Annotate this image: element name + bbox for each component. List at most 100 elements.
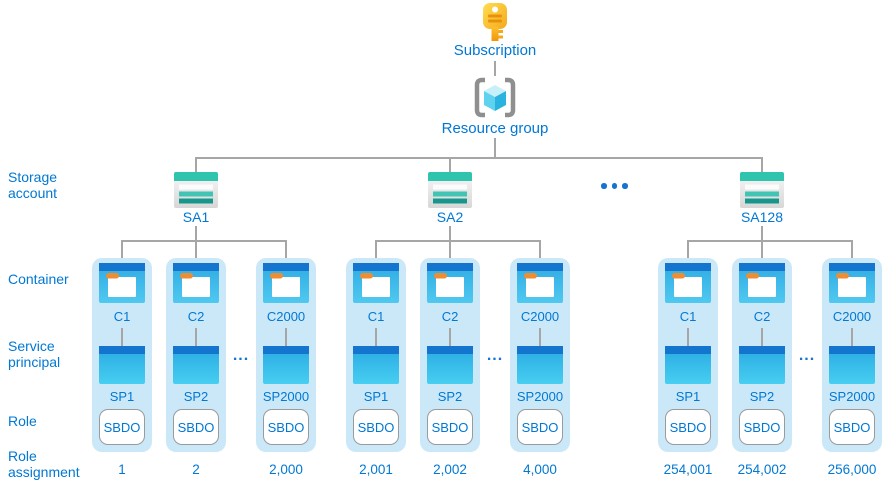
subscription-label: Subscription: [453, 42, 537, 59]
service-principal-label: SP2: [749, 389, 775, 404]
role-assignment-number: 2,001: [359, 462, 393, 477]
connector-rg-bus: [494, 138, 496, 157]
connector-container-sp: [539, 328, 541, 346]
service-principal-icon: [427, 346, 473, 389]
role-badge: SBDO: [173, 409, 219, 445]
resource-group-icon: [473, 77, 517, 123]
containers-ellipsis: ...: [232, 347, 250, 364]
containers-ellipsis: ...: [486, 347, 504, 364]
connector-container-sp: [121, 328, 123, 346]
service-principal-label: SP2000: [828, 389, 876, 404]
container-label: C1: [679, 309, 697, 324]
row-label-role-assignment: Role assignment: [8, 448, 80, 481]
connector-sa-bus: [761, 226, 763, 240]
connector-bus-sa1: [195, 157, 197, 173]
resource-group-label: Resource group: [441, 120, 549, 137]
role-badge: SBDO: [665, 409, 711, 445]
containers-ellipsis: ...: [798, 347, 816, 364]
container-card: C2 SP2 SBDO: [166, 258, 226, 452]
connector-container-sp: [687, 328, 689, 346]
role-assignment-number: 254,002: [737, 462, 787, 477]
role-badge: SBDO: [517, 409, 563, 445]
container-card: C2000 SP2000 SBDO: [822, 258, 882, 452]
container-card: C1 SP1 SBDO: [92, 258, 152, 452]
row-label-service-principal: Service principal: [8, 338, 61, 371]
connector-container-sp: [375, 328, 377, 346]
container-label: C2: [441, 309, 459, 324]
ellipsis-dot: [611, 183, 617, 189]
ellipsis-dot: [622, 183, 628, 189]
storage-account-group-sa1: C1 SP1 SBDO C2: [92, 225, 316, 495]
storage-account-icon-sa128: [740, 172, 784, 213]
service-principal-icon: [739, 346, 785, 389]
row-label-role: Role: [8, 413, 37, 429]
role-assignment-number: 2: [192, 462, 200, 477]
container-card: C2000 SP2000 SBDO: [256, 258, 316, 452]
storage-account-icon-sa1: [174, 172, 218, 213]
blob-container-icon: [427, 263, 473, 308]
connector-bus-container: [121, 240, 123, 266]
service-principal-label: SP2: [437, 389, 463, 404]
connector-bus-sa128: [761, 157, 763, 173]
connector-sa-bus: [195, 226, 197, 240]
storage-accounts-ellipsis: [601, 183, 628, 189]
container-bus-line: [122, 240, 287, 242]
service-principal-icon: [173, 346, 219, 389]
connector-container-sp: [195, 328, 197, 346]
ellipsis-dot: [601, 183, 607, 189]
service-principal-icon: [99, 346, 145, 389]
container-label: C2000: [520, 309, 560, 324]
role-assignment-number: 2,002: [433, 462, 467, 477]
container-label: C2: [187, 309, 205, 324]
container-label: C1: [367, 309, 385, 324]
service-principal-label: SP1: [109, 389, 135, 404]
container-card: C1 SP1 SBDO: [346, 258, 406, 452]
container-label: C2: [753, 309, 771, 324]
storage-account-group-sa128: C1 SP1 SBDO C2: [658, 225, 882, 495]
container-card: C2000 SP2000 SBDO: [510, 258, 570, 452]
role-badge: SBDO: [353, 409, 399, 445]
service-principal-label: SP1: [675, 389, 701, 404]
container-card: C1 SP1 SBDO: [658, 258, 718, 452]
service-principal-icon: [353, 346, 399, 389]
container-label: C2000: [266, 309, 306, 324]
connector-bus-container: [851, 240, 853, 266]
connector-bus-container: [687, 240, 689, 266]
connector-bus-container: [761, 240, 763, 266]
blob-container-icon: [665, 263, 711, 308]
service-principal-label: SP1: [363, 389, 389, 404]
service-principal-label: SP2000: [262, 389, 310, 404]
service-principal-icon: [263, 346, 309, 389]
role-badge: SBDO: [739, 409, 785, 445]
connector-sa-bus: [449, 226, 451, 240]
role-badge: SBDO: [99, 409, 145, 445]
row-label-container: Container: [8, 271, 69, 287]
connector-container-sp: [851, 328, 853, 346]
service-principal-icon: [829, 346, 875, 389]
blob-container-icon: [353, 263, 399, 308]
service-principal-label: SP2: [183, 389, 209, 404]
role-assignment-number: 2,000: [269, 462, 303, 477]
role-assignment-number: 4,000: [523, 462, 557, 477]
connector-bus-container: [195, 240, 197, 266]
connector-bus-container: [285, 240, 287, 266]
container-bus-line: [376, 240, 541, 242]
connector-subscription-rg: [494, 61, 496, 76]
storage-account-label-sa2: SA2: [436, 209, 464, 225]
storage-account-label-sa128: SA128: [740, 209, 784, 225]
blob-container-icon: [173, 263, 219, 308]
blob-container-icon: [263, 263, 309, 308]
blob-container-icon: [517, 263, 563, 308]
connector-bus-container: [449, 240, 451, 266]
connector-container-sp: [761, 328, 763, 346]
storage-account-group-sa2: C1 SP1 SBDO C2: [346, 225, 570, 495]
container-card: C2 SP2 SBDO: [420, 258, 480, 452]
container-label: C2000: [832, 309, 872, 324]
connector-container-sp: [285, 328, 287, 346]
connector-bus-container: [375, 240, 377, 266]
service-principal-icon: [665, 346, 711, 389]
role-badge: SBDO: [829, 409, 875, 445]
role-badge: SBDO: [263, 409, 309, 445]
service-principal-label: SP2000: [516, 389, 564, 404]
